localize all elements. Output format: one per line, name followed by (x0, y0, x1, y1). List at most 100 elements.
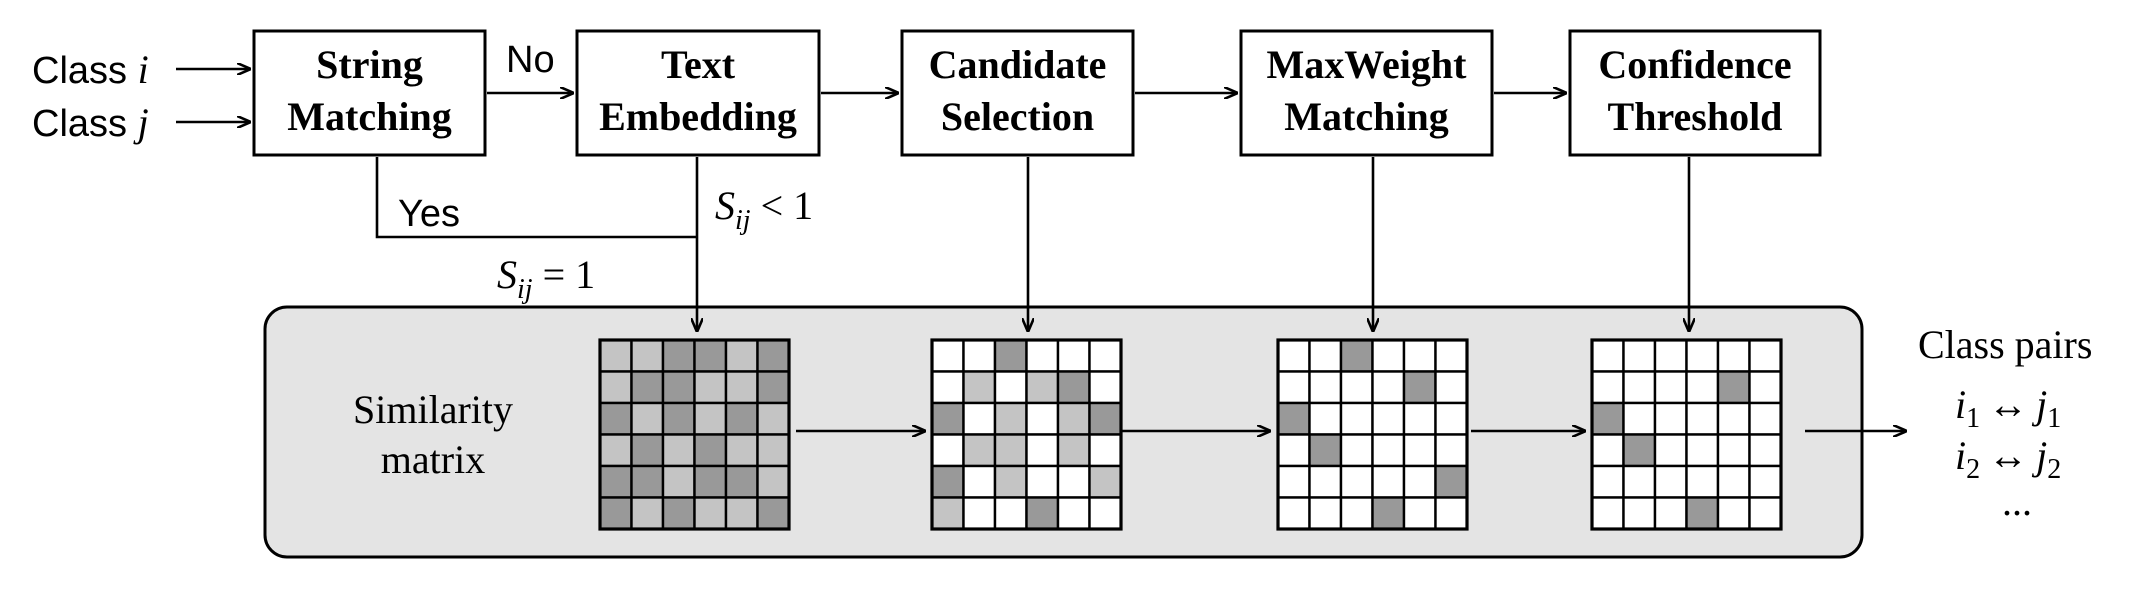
matrix-cell (1025, 433, 1060, 468)
matrix-cell (1276, 370, 1311, 405)
confidence-threshold-box: Confidence Threshold (1568, 29, 1822, 157)
matrix-cell (1622, 401, 1657, 436)
matrix-cell (1685, 338, 1720, 373)
matrix-cell (1276, 338, 1311, 373)
matrix-cell (756, 433, 791, 468)
matrix-cell (1622, 496, 1657, 531)
matrix-cell (1716, 401, 1751, 436)
matrix-cell (993, 464, 1028, 499)
matrix-cell (1276, 496, 1311, 531)
matrix-cell (756, 401, 791, 436)
matrix-cell (930, 338, 965, 373)
matrix-cell (1339, 370, 1374, 405)
matrix-cell (1434, 370, 1469, 405)
matrix-cell (962, 496, 997, 531)
matrix-cell (1402, 401, 1437, 436)
matrix-cell (693, 338, 728, 373)
matrix-cell (962, 433, 997, 468)
matrix-cell (598, 401, 633, 436)
pair-1: i1↔j1 (1955, 382, 2061, 434)
matrix-cell (630, 338, 665, 373)
pair-2: i2↔j2 (1955, 433, 2061, 485)
s-eq-one-label: Sij = 1 (497, 252, 595, 305)
matrix-cell (1402, 464, 1437, 499)
svg-text:MaxWeight: MaxWeight (1267, 42, 1468, 87)
matrix-cell (724, 338, 759, 373)
matrix-cell (930, 496, 965, 531)
matrix-cell (1653, 464, 1688, 499)
string-matching-box: String Matching (252, 29, 487, 157)
matrix-cell (1088, 496, 1123, 531)
candidate-selection-box: Candidate Selection (900, 29, 1135, 157)
matrix-cell (930, 433, 965, 468)
matrix-cell (1402, 338, 1437, 373)
matrix-cell (1056, 338, 1091, 373)
matrix-cell (756, 464, 791, 499)
matrix-cell (598, 464, 633, 499)
matrix-cell (1339, 338, 1374, 373)
matrix-cell (1716, 433, 1751, 468)
matrix-cell (1402, 370, 1437, 405)
pairs-ellipsis: ... (2002, 479, 2032, 524)
matrix-cell (1088, 401, 1123, 436)
matrix-cell (1434, 433, 1469, 468)
yes-label: Yes (398, 193, 460, 235)
matrix-cell (1685, 433, 1720, 468)
matrix-cell (1339, 433, 1374, 468)
svg-text:Threshold: Threshold (1608, 94, 1783, 139)
matrix-cell (661, 401, 696, 436)
matrix-cell (1025, 338, 1060, 373)
similarity-label-line2: matrix (381, 437, 485, 482)
matrix-cell (661, 464, 696, 499)
matrix-cell (756, 338, 791, 373)
matrix-cell (1339, 464, 1374, 499)
matrix-cell (1339, 496, 1374, 531)
matrix-cell (1622, 433, 1657, 468)
matrix-cell (962, 464, 997, 499)
matrix-cell (1748, 401, 1783, 436)
matrix-cell (1716, 496, 1751, 531)
matrix-cell (1685, 464, 1720, 499)
matrix-cell (693, 370, 728, 405)
svg-text:Matching: Matching (287, 94, 451, 139)
matrix-cell (1622, 464, 1657, 499)
no-label: No (506, 39, 555, 81)
matrix-cell (1590, 401, 1625, 436)
matrix-cell (1590, 496, 1625, 531)
matrix-cell (1276, 464, 1311, 499)
similarity-matrix-2 (930, 338, 1123, 531)
matrix-cell (962, 401, 997, 436)
svg-text:Matching: Matching (1284, 94, 1448, 139)
matrix-cell (1088, 370, 1123, 405)
matrix-cell (1716, 338, 1751, 373)
matrix-cell (1056, 496, 1091, 531)
matrix-cell (1748, 370, 1783, 405)
matrix-frame (930, 338, 1123, 531)
matrix-cell (1025, 401, 1060, 436)
matrix-cell (1716, 464, 1751, 499)
yes-path (375, 157, 697, 239)
similarity-matrix-4 (1590, 338, 1783, 531)
matrix-cell (1088, 464, 1123, 499)
svg-text:Text: Text (661, 42, 736, 87)
matrices-group (598, 338, 1783, 531)
matrix-cell (1590, 433, 1625, 468)
matrix-cell (1371, 464, 1406, 499)
matrix-cell (993, 370, 1028, 405)
matrix-cell (930, 401, 965, 436)
matrix-cell (661, 370, 696, 405)
matrix-cell (1308, 464, 1343, 499)
matrix-cell (1653, 433, 1688, 468)
matrix-cell (1590, 464, 1625, 499)
matrix-cell (1308, 496, 1343, 531)
matrix-cell (756, 370, 791, 405)
class-pairs-title: Class pairs (1918, 322, 2092, 367)
matrix-cell (630, 401, 665, 436)
similarity-matrix-3 (1276, 338, 1469, 531)
similarity-label-line1: Similarity (353, 387, 513, 432)
svg-text:Selection: Selection (941, 94, 1094, 139)
matrix-cell (724, 401, 759, 436)
matrix-cell (630, 370, 665, 405)
matrix-cell (1056, 433, 1091, 468)
